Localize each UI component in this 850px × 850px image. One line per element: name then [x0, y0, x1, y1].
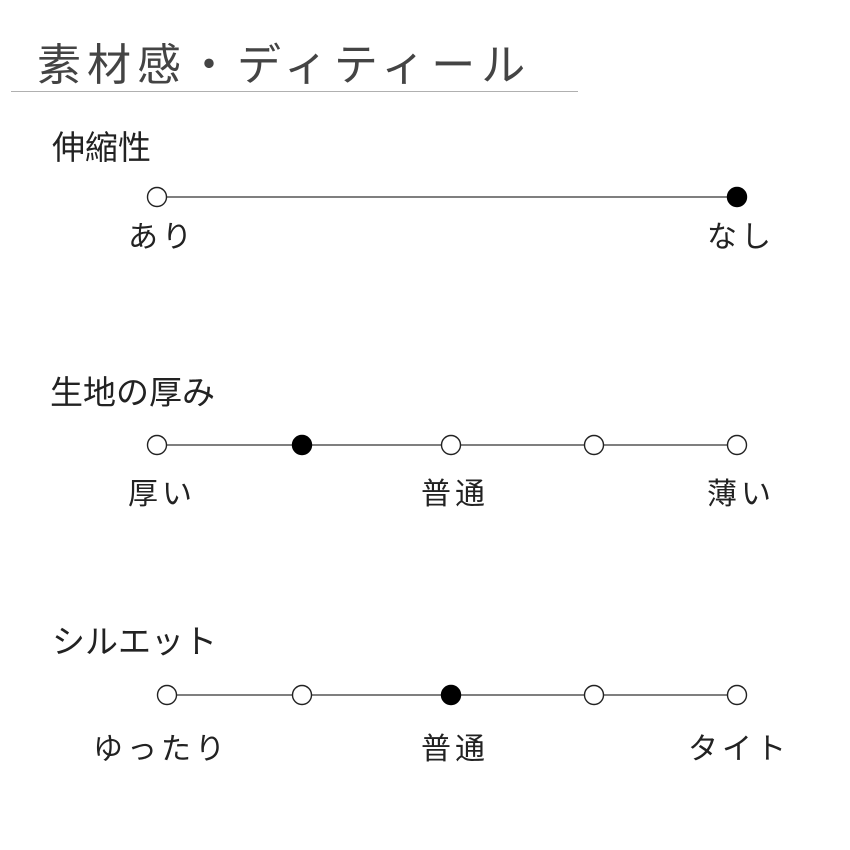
- tick-label-right: 薄い: [707, 477, 775, 512]
- scale-dot[interactable]: [583, 434, 605, 456]
- scale-dot-selected[interactable]: [291, 434, 313, 456]
- tick-label-center: 普通: [421, 477, 489, 512]
- section-label-stretch: 伸縮性: [52, 128, 151, 167]
- tick-label-left: あり: [128, 220, 196, 255]
- tick-label-right: タイト: [688, 732, 790, 767]
- title-divider: [11, 91, 578, 92]
- scale-dot[interactable]: [156, 684, 178, 706]
- scale-dot[interactable]: [291, 684, 313, 706]
- scale-dot[interactable]: [440, 434, 462, 456]
- tick-label-right: なし: [707, 220, 775, 255]
- scale-dot[interactable]: [146, 186, 168, 208]
- tick-label-center: 普通: [421, 732, 489, 767]
- scale-dot[interactable]: [583, 684, 605, 706]
- scale-dot-selected[interactable]: [726, 186, 748, 208]
- scale-dot[interactable]: [726, 684, 748, 706]
- scale-dot-selected[interactable]: [440, 684, 462, 706]
- tick-label-left: ゆったり: [93, 732, 229, 767]
- scale-dot[interactable]: [726, 434, 748, 456]
- section-label-silhouette: シルエット: [52, 622, 217, 661]
- tick-label-left: 厚い: [128, 477, 196, 512]
- section-label-thickness: 生地の厚み: [50, 373, 215, 412]
- scale-dot[interactable]: [146, 434, 168, 456]
- page-title: 素材感・ディティール: [37, 40, 532, 91]
